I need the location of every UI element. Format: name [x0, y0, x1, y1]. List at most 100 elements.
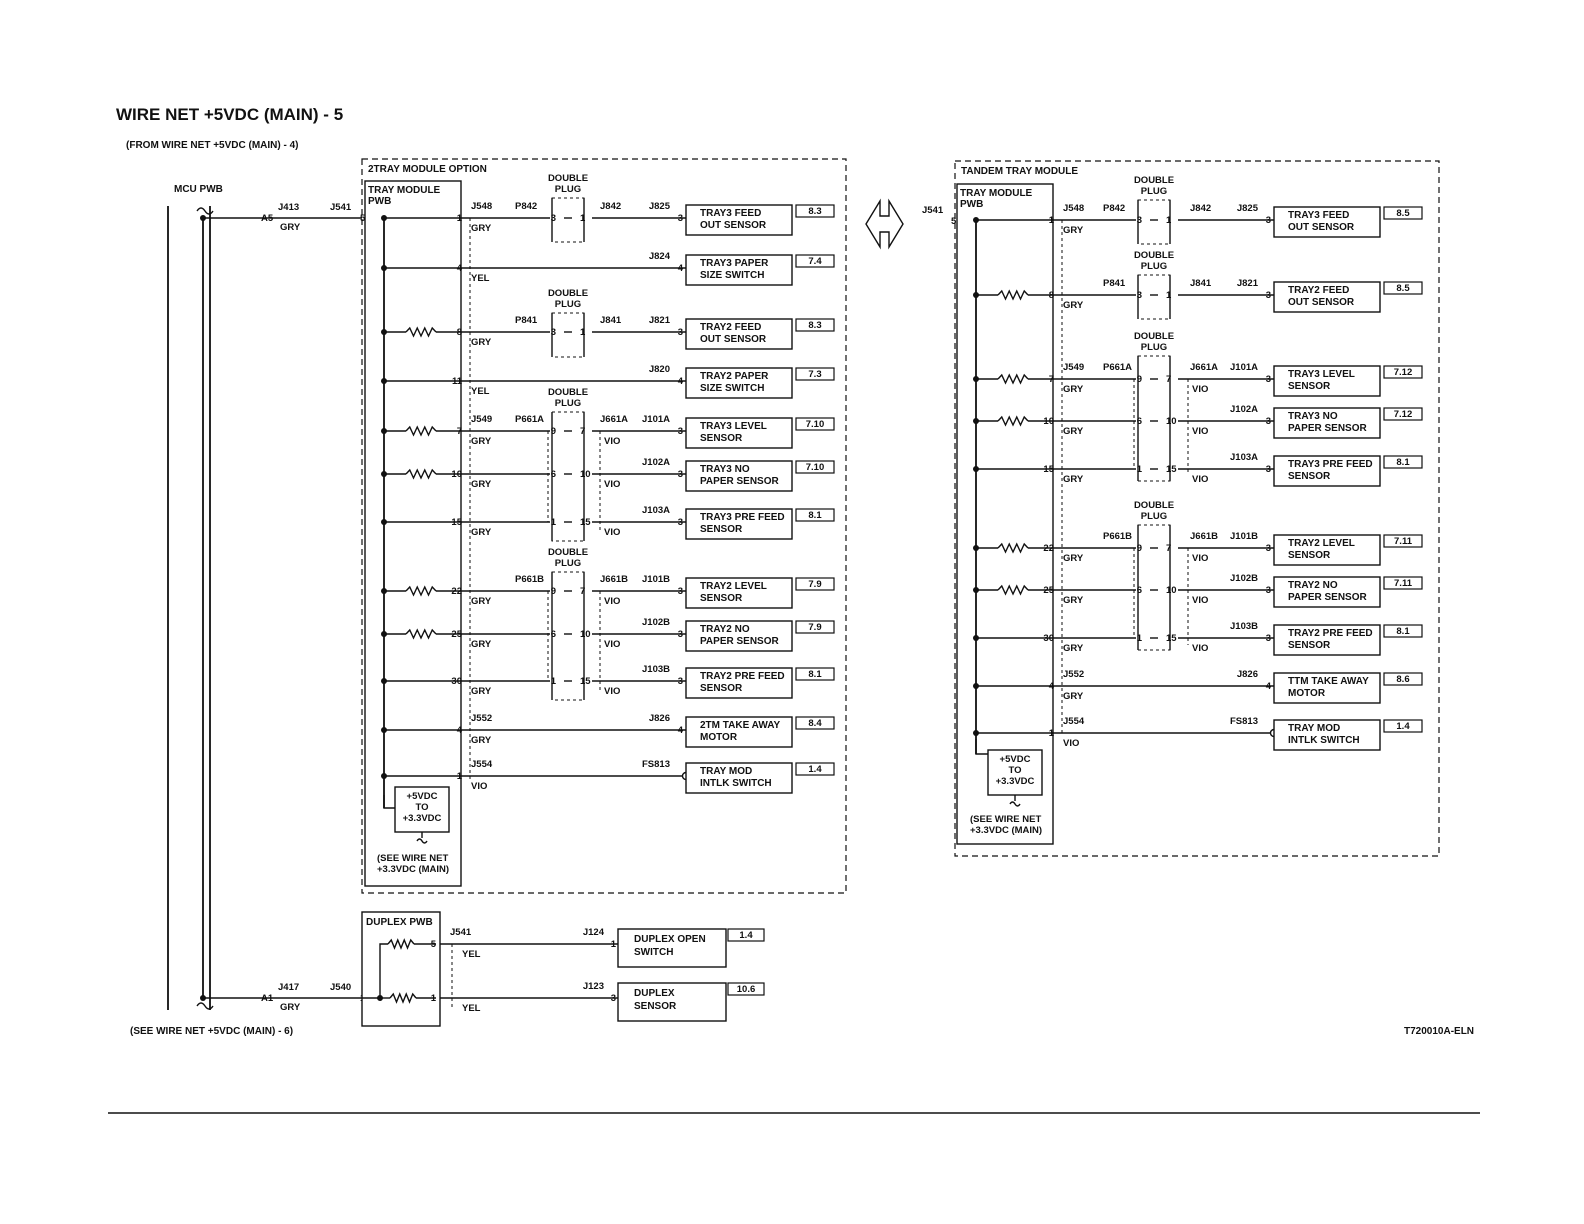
device-label-line-1: TRAY2 NO — [700, 624, 750, 635]
tandem-see-line-1: (SEE WIRE NET — [970, 814, 1041, 825]
mcu-pwb-outline — [167, 206, 211, 1010]
pwb-pin: 4 — [1049, 681, 1055, 692]
reference-box — [795, 254, 835, 268]
pullup-resistor — [997, 289, 1029, 301]
device-pin: 3 — [678, 586, 683, 597]
device-pin: 3 — [1266, 374, 1271, 385]
wire-color-out: VIO — [1192, 553, 1208, 564]
figure-id: T720010A-ELN — [1404, 1026, 1474, 1037]
reference-box — [795, 460, 835, 474]
device-connector: J101B — [642, 574, 670, 585]
mcu-bot-conn: J417 — [278, 982, 299, 993]
reference-number: 8.5 — [1396, 283, 1410, 294]
reference-box — [795, 667, 835, 681]
device-box — [1273, 719, 1381, 751]
plug-pin-left: 9 — [551, 586, 556, 597]
device-box — [1273, 624, 1381, 656]
plug-label: P842 — [1103, 203, 1125, 214]
device-box — [685, 620, 793, 652]
device-label-line-1: TRAY2 FEED — [1288, 285, 1349, 296]
plug-pin-left: 1 — [1137, 464, 1143, 475]
tandem-regulator-feed — [975, 739, 988, 755]
device-label-line-1: TRAY3 PAPER — [700, 258, 769, 269]
wire-color: GRY — [1063, 225, 1084, 236]
device-box — [685, 716, 793, 748]
plug-pin-right: 1 — [580, 327, 586, 338]
plug-label: P841 — [515, 315, 538, 326]
pwb-pin: 4 — [457, 725, 463, 736]
pwb-pin: 11 — [452, 376, 463, 387]
option-boundary — [361, 158, 847, 894]
plug-pin-right: 10 — [1166, 585, 1177, 596]
mcu-top-conn: J413 — [278, 202, 299, 213]
mcu-top-plug-pin: 5 — [360, 213, 366, 224]
wire-color-out: VIO — [604, 596, 620, 607]
wire-color: YEL — [462, 1003, 481, 1014]
reference-box — [1383, 365, 1423, 379]
device-label-line-1: DUPLEX — [634, 988, 675, 999]
reference-number: 8.4 — [808, 718, 822, 729]
option-regulator-output — [416, 832, 428, 844]
device-connector: J103B — [1230, 621, 1258, 632]
two-tray-module-option: 2TRAY MODULE OPTION TRAY MODULE PWB 1GRY… — [361, 158, 847, 894]
connector-label: J549 — [1063, 362, 1084, 373]
mcu-break-bottom — [196, 1002, 214, 1010]
pwb-pin: 8 — [1049, 290, 1054, 301]
pwb-pin: 1 — [457, 771, 463, 782]
duplex-resistor-bottom — [389, 992, 417, 1004]
device-pin: 3 — [678, 327, 683, 338]
pullup-resistor — [405, 585, 437, 597]
reference-number: 7.10 — [806, 462, 825, 473]
wire-color: GRY — [1063, 384, 1084, 395]
device-label-line-1: TRAY MOD — [1288, 723, 1340, 734]
device-pin: 3 — [678, 517, 683, 528]
device-label-line-2: MOTOR — [1288, 688, 1326, 699]
device-label-line-2: OUT SENSOR — [700, 334, 767, 345]
device-label-line-2: SENSOR — [1288, 640, 1331, 651]
device-label-line-2: SENSOR — [700, 433, 743, 444]
plug-pin-left: 1 — [551, 517, 557, 528]
plug-connector-label: J661A — [600, 414, 628, 425]
double-plug-label-1: DOUBLE — [1134, 500, 1174, 511]
device-label-line-1: TRAY2 PRE FEED — [700, 671, 785, 682]
tandem-boundary — [954, 160, 1440, 857]
double-plug-sides — [1137, 200, 1171, 244]
wire-color: GRY — [471, 527, 492, 538]
reference-number: 8.3 — [808, 206, 821, 217]
plug-pin-left: 3 — [1137, 215, 1142, 226]
pwb-pin: 22 — [1043, 543, 1054, 554]
device-label-line-2: SENSOR — [1288, 381, 1331, 392]
alternate-configuration-arrow — [865, 198, 904, 250]
pullup-resistor — [405, 425, 437, 437]
plug-pin-left: 6 — [1137, 585, 1142, 596]
plug-pin-left: 1 — [1137, 633, 1143, 644]
device-box — [685, 417, 793, 449]
device-connector: J101A — [642, 414, 670, 425]
device-label-line-2: INTLK SWITCH — [1288, 735, 1360, 746]
reference-number: 7.9 — [808, 622, 821, 633]
connector-label: J549 — [471, 414, 492, 425]
device-connector: J102A — [1230, 404, 1258, 415]
device-connector: J103B — [642, 664, 670, 675]
device-connector: J826 — [1237, 669, 1258, 680]
wire-color: GRY — [471, 436, 492, 447]
device-connector: J821 — [1237, 278, 1259, 289]
device-label-line-1: TRAY3 FEED — [1288, 210, 1349, 221]
wire-color: VIO — [1063, 738, 1079, 749]
device-label-line-2: SENSOR — [700, 593, 743, 604]
device-label-line-2: SIZE SWITCH — [700, 270, 764, 281]
mcu-bot-plug: J540 — [330, 982, 351, 993]
duplex-internal-wire — [362, 943, 388, 999]
device-label-line-2: INTLK SWITCH — [700, 778, 772, 789]
wire-color: YEL — [471, 273, 490, 284]
